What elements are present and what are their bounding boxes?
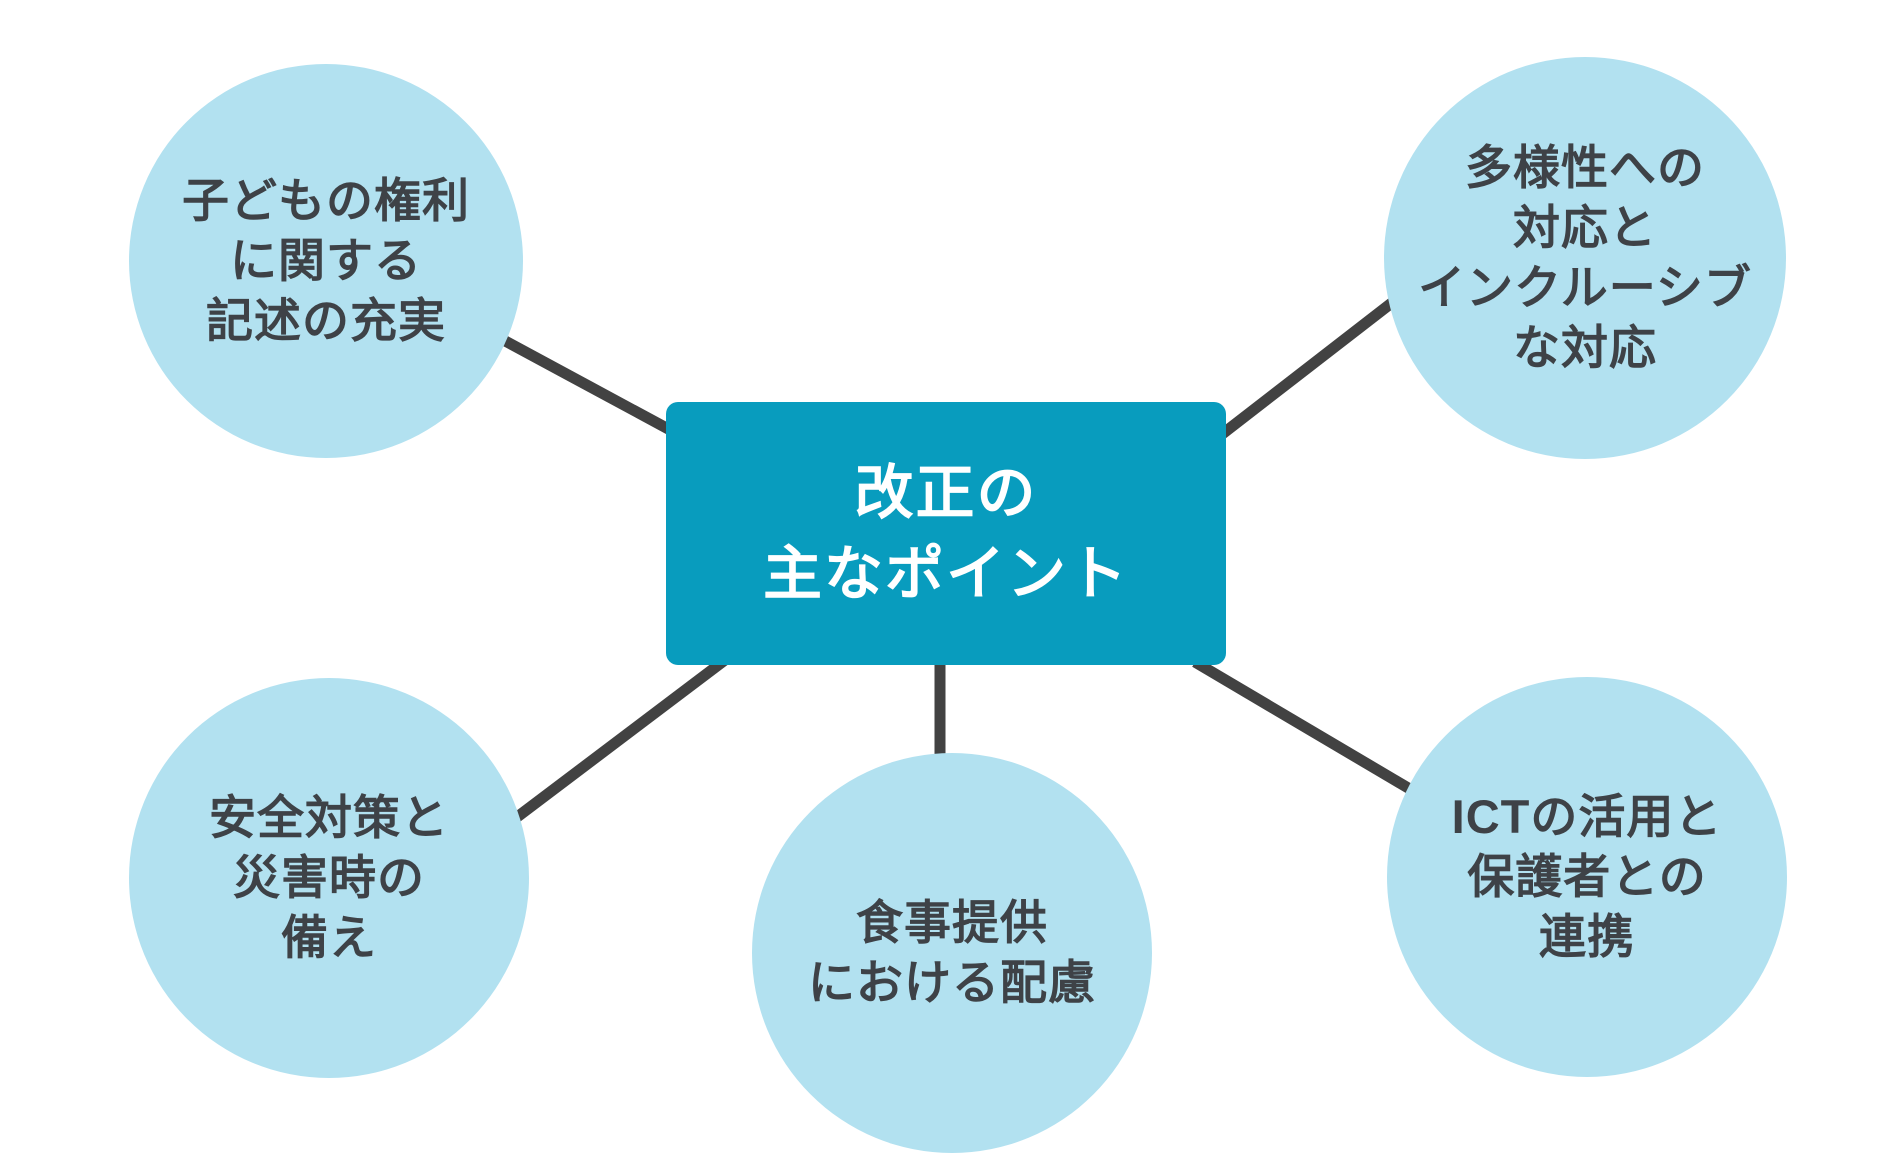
topic-circle-label: 多様性への対応とインクルーシブな対応 — [1418, 138, 1752, 379]
topic-label-line: 多様性への — [1465, 140, 1705, 194]
topic-label-line: における配慮 — [808, 956, 1096, 1009]
topic-circle-label: 安全対策と災害時の備え — [209, 788, 449, 968]
connector-line — [1208, 293, 1402, 447]
topic-label-line: 記述の充実 — [206, 294, 446, 348]
topic-label-line: 子どもの権利 — [182, 173, 470, 227]
topic-circle-label: ICTの活用と保護者との連携 — [1452, 787, 1723, 967]
topic-label-line: 対応と — [1513, 200, 1657, 254]
topic-circle-safety-disaster: 安全対策と災害時の備え — [129, 678, 529, 1078]
center-node-label-line: 主なポイント — [762, 540, 1129, 607]
connector-line — [496, 655, 729, 835]
topic-circle-label: 子どもの権利に関する記述の充実 — [182, 171, 470, 351]
topic-label-line: 備え — [281, 911, 377, 965]
topic-circle-child-rights: 子どもの権利に関する記述の充実 — [129, 64, 523, 458]
topic-label-line: 保護者との — [1467, 849, 1707, 903]
topic-label-line: 安全対策と — [209, 790, 449, 844]
topic-label-line: に関する — [230, 233, 422, 287]
topic-circle-label: 食事提供における配慮 — [808, 893, 1096, 1013]
center-node-label: 改正の 主なポイント — [763, 453, 1129, 613]
topic-circle-diversity-inclusive: 多様性への対応とインクルーシブな対応 — [1384, 57, 1786, 459]
center-node-label-line: 改正の — [854, 460, 1038, 527]
center-node: 改正の 主なポイント — [666, 402, 1226, 665]
topic-label-line: 災害時の — [233, 850, 425, 904]
topic-label-line: インクルーシブ — [1418, 261, 1752, 314]
topic-label-line: 食事提供 — [856, 895, 1048, 949]
topic-label-line: ICTの活用と — [1451, 789, 1723, 843]
topic-label-line: 連携 — [1539, 910, 1635, 964]
connector-line — [1192, 657, 1423, 800]
topic-circle-meal-consideration: 食事提供における配慮 — [752, 753, 1152, 1153]
topic-label-line: な対応 — [1513, 321, 1657, 375]
topic-circle-ict-parent-cooperation: ICTの活用と保護者との連携 — [1387, 677, 1787, 1077]
